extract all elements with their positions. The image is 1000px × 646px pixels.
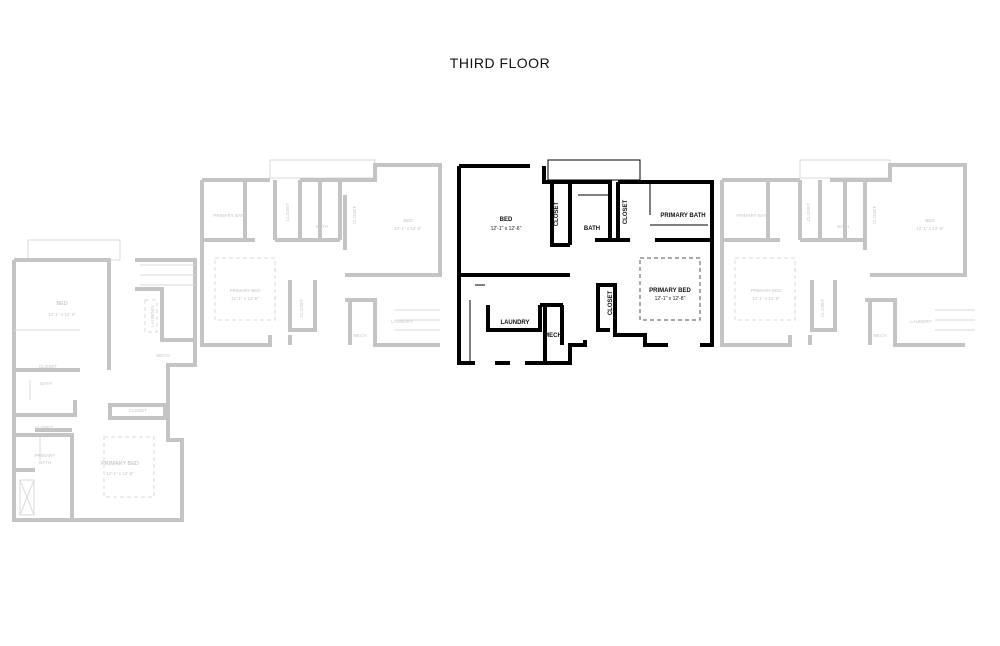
room-label: BATH — [837, 224, 849, 229]
room-label: PRIMARY BED — [230, 288, 262, 293]
room-label: CLOSET — [285, 203, 290, 221]
room-label: BED — [500, 217, 513, 223]
unit-highlighted: BED 12'-1" x 12'-6" CLOSET BATH CLOSET P… — [457, 159, 714, 365]
room-label: PRIMARY — [35, 453, 55, 458]
room-label: LAUNDRY — [910, 319, 931, 324]
unit-fourth: PRIMARY BATH CLOSET BATH CLOSET BED 12'-… — [720, 159, 975, 347]
unit-left: BED 12'-1" x 12'-6" LAUNDRY MECH CLOSET … — [12, 239, 197, 522]
room-dimension: 12'-1" x 12'-6" — [48, 312, 76, 317]
room-label: CLOSET — [806, 203, 811, 221]
room-dimension: 12'-1" x 12'-8" — [106, 471, 134, 476]
room-label: PRIMARY BED — [751, 288, 783, 293]
room-label: CLOSET — [820, 299, 825, 317]
room-label: LAUNDRY — [500, 320, 529, 326]
room-label: BATH — [40, 381, 52, 386]
room-label: BED — [403, 218, 413, 223]
room-label: CLOSET — [352, 206, 357, 224]
room-dimension: 12'-1" x 12'-6" — [394, 226, 422, 231]
room-dimension: 12'-1" x 12'-8" — [231, 296, 259, 301]
room-label: CLOSET — [554, 202, 560, 227]
balcony — [547, 159, 641, 181]
room-label: CLOSET — [299, 299, 304, 317]
balcony — [269, 159, 376, 179]
unit-second: PRIMARY BATH CLOSET BATH CLOSET BED 12'-… — [200, 159, 442, 347]
room-dimension: 12'-1" x 12'-6" — [916, 226, 944, 231]
room-label: PRIMARY BATH — [213, 213, 246, 218]
room-dimension: 12'-1" x 12'-8" — [752, 296, 780, 301]
room-label: CLOSET — [35, 425, 53, 430]
room-label: BATH — [316, 224, 328, 229]
room-dimension: 12'-1" x 12'-6" — [491, 226, 522, 232]
room-label: MECH — [156, 353, 169, 358]
room-label: LAUNDRY — [391, 319, 412, 324]
room-label: MECH — [544, 333, 562, 339]
room-dimension: 12'-1" x 12'-8" — [655, 296, 686, 302]
room-label: BATH — [584, 226, 600, 232]
room-label: MECH — [353, 333, 366, 338]
room-label: BATH — [39, 460, 51, 465]
room-label: CLOSET — [129, 408, 147, 413]
floor-title: THIRD FLOOR — [449, 55, 551, 71]
room-label: PRIMARY BED — [649, 288, 691, 294]
room-label: LAUNDRY — [150, 305, 155, 326]
room-label: CLOSET — [872, 206, 877, 224]
balcony — [799, 159, 891, 179]
room-label: BED — [925, 218, 935, 223]
room-label: BED — [56, 301, 67, 307]
room-label: MECH — [873, 333, 886, 338]
room-label: PRIMARY BED — [101, 461, 139, 467]
room-label: CLOSET — [39, 364, 57, 369]
room-label: PRIMARY BATH — [660, 213, 705, 219]
room-label: CLOSET — [608, 291, 614, 316]
balcony — [27, 239, 121, 261]
room-label: CLOSET — [623, 200, 629, 225]
room-label: PRIMARY BATH — [736, 213, 769, 218]
